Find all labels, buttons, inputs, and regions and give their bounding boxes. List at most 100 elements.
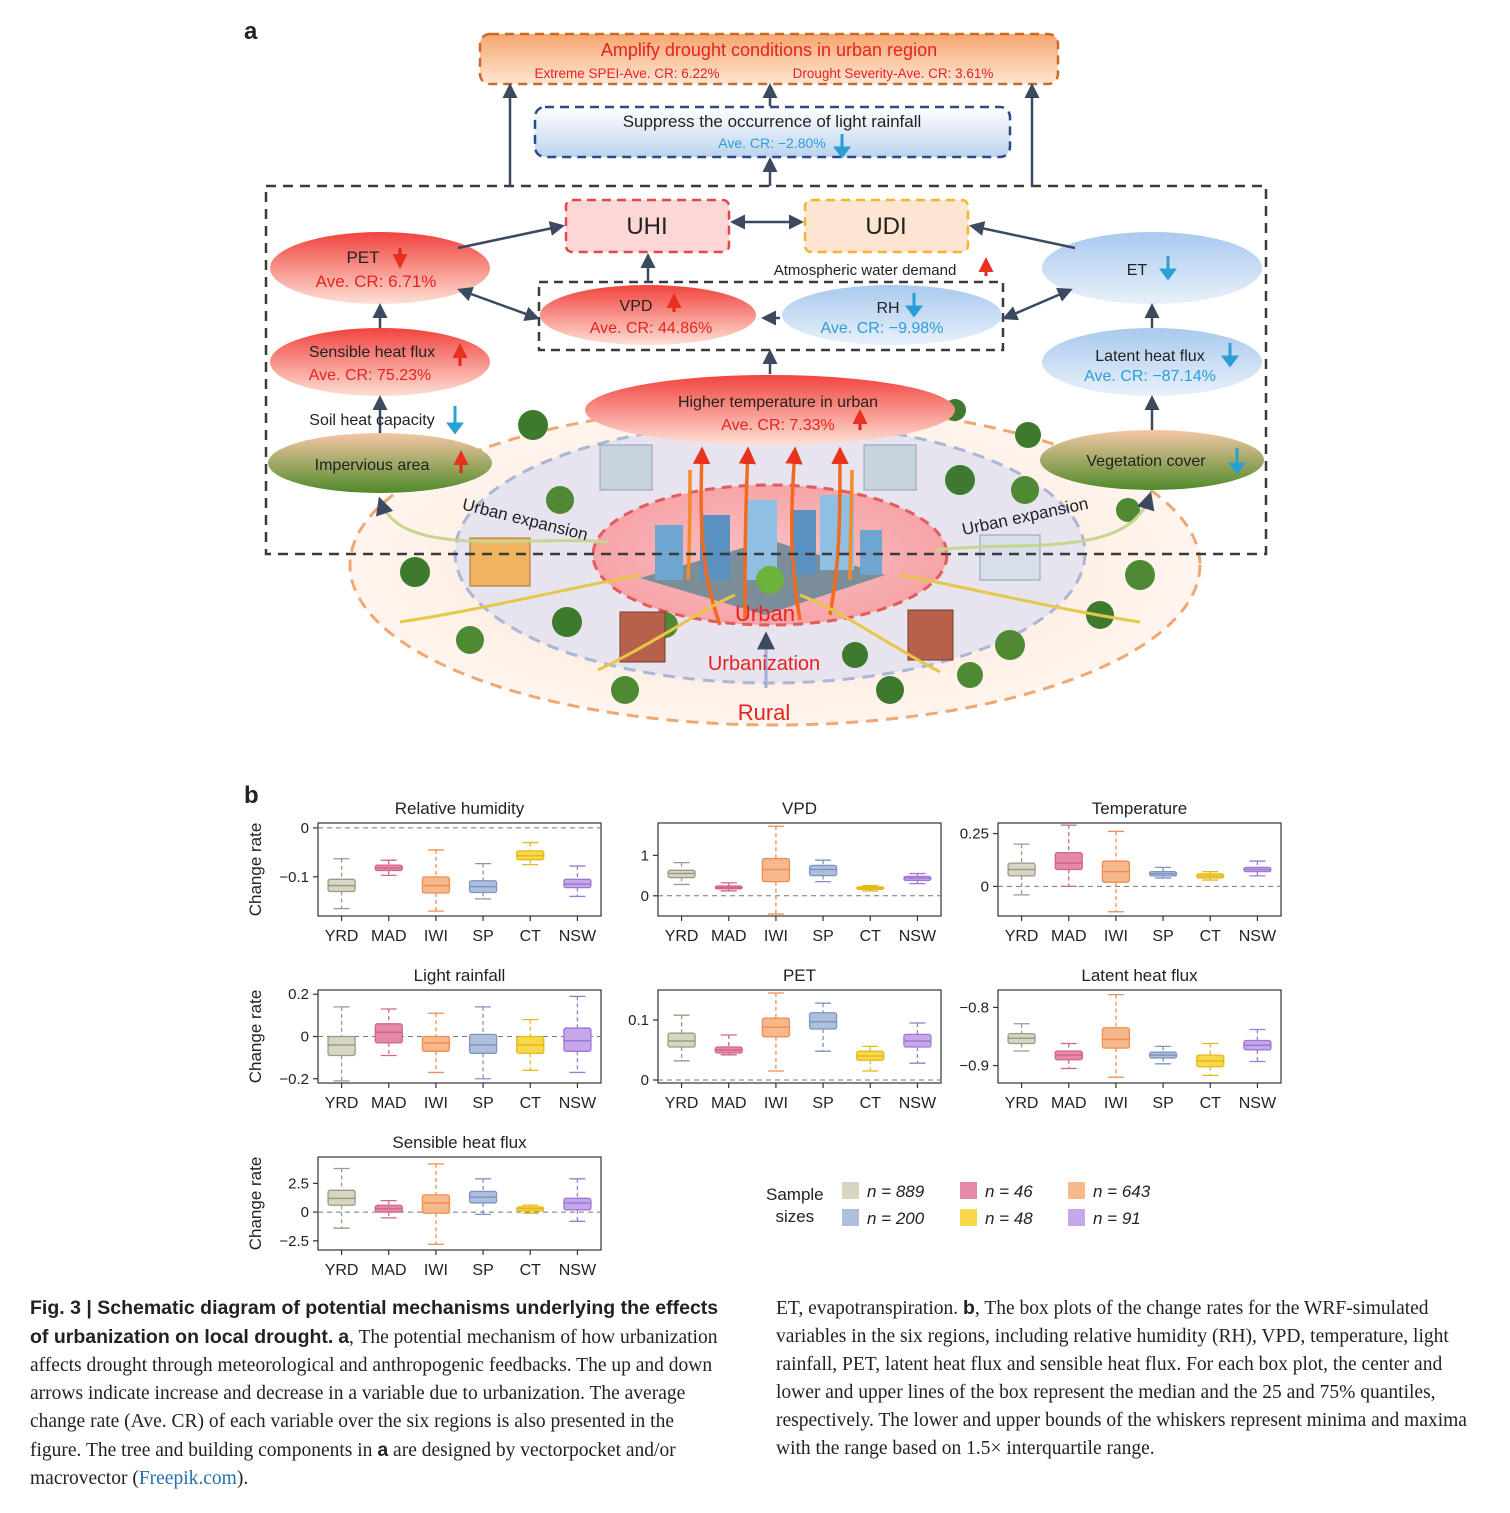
panel-label-a: a xyxy=(244,18,258,45)
chart-title: Relative humidity xyxy=(395,799,525,818)
et-ellipse xyxy=(1042,232,1262,304)
y-tick-label: 0 xyxy=(641,888,649,905)
vegetation-ellipse xyxy=(1040,430,1264,490)
legend-label: n = 46 xyxy=(985,1182,1033,1201)
x-tick-label: MAD xyxy=(371,1262,407,1279)
sample-size-legend: Sample sizes n = 889 n = 46 n = 643 n = 200… xyxy=(760,1182,1180,1242)
x-tick-label: SP xyxy=(1152,928,1173,945)
change-arrows xyxy=(392,248,994,473)
caption-text-a: , The potential mechanism of how urbaniz… xyxy=(30,1327,718,1461)
legend-title: Sample sizes xyxy=(766,1184,824,1228)
impervious-ellipse xyxy=(268,433,492,493)
lhf-label: Latent heat flux xyxy=(1095,348,1204,365)
legend-label: n = 889 xyxy=(867,1182,925,1201)
soil-label: Soil heat capacity xyxy=(309,412,434,429)
legend-swatch xyxy=(842,1182,859,1199)
box xyxy=(327,1035,356,1057)
x-tick-label: YRD xyxy=(325,1262,359,1279)
legend-item: n = 48 xyxy=(960,1209,1033,1229)
y-tick-label: 2.5 xyxy=(288,1175,309,1192)
x-tick-label: SP xyxy=(812,1095,833,1112)
box xyxy=(1101,1027,1131,1049)
temp-label: Higher temperature in urban xyxy=(678,394,878,411)
box xyxy=(808,1012,838,1030)
x-tick-label: MAD xyxy=(1051,928,1087,945)
uhi-label: UHI xyxy=(626,213,667,240)
x-tick-label: NSW xyxy=(899,1095,937,1112)
x-tick-label: YRD xyxy=(325,928,359,945)
chart-frame xyxy=(317,989,602,1084)
x-tick-label: YRD xyxy=(665,1095,699,1112)
freepik-link[interactable]: Freepik.com xyxy=(138,1468,237,1489)
chart-frame xyxy=(317,1156,602,1251)
chart-frame xyxy=(997,989,1282,1084)
urban-label: Urban xyxy=(735,601,795,626)
y-tick-label: 1 xyxy=(641,847,649,864)
vpd-value: Ave. CR: 44.86% xyxy=(590,320,712,337)
rh-ellipse xyxy=(782,285,1002,345)
x-tick-label: CT xyxy=(1200,1095,1222,1112)
atm-demand-label: Atmospheric water demand xyxy=(774,262,957,279)
shf-ellipse xyxy=(270,328,490,396)
caption-text-a2: are designed by vectorpocket and/or macr… xyxy=(30,1440,676,1489)
shf-label: Sensible heat flux xyxy=(309,344,435,361)
x-tick-label: IWI xyxy=(424,1095,448,1112)
rainfall-value: Ave. CR: −2.80% xyxy=(718,135,826,151)
vpd-ellipse xyxy=(540,285,756,345)
legend-label: n = 200 xyxy=(867,1209,925,1228)
y-tick-label: −2.5 xyxy=(279,1233,309,1250)
vpd-label: VPD xyxy=(620,298,653,315)
figure-caption-right: ET, evapotranspiration. b, The box plots… xyxy=(776,1294,1491,1463)
x-tick-label: SP xyxy=(472,928,493,945)
legend-title-line1: Sample xyxy=(766,1185,824,1204)
urbanization-label: Urbanization xyxy=(708,653,820,675)
x-tick-label: IWI xyxy=(764,928,788,945)
x-tick-label: MAD xyxy=(711,928,747,945)
y-axis-label: Change rate xyxy=(246,823,265,917)
x-tick-label: NSW xyxy=(1239,1095,1277,1112)
caption-label-b: b xyxy=(963,1297,975,1319)
x-tick-label: CT xyxy=(520,1262,542,1279)
legend-title-line2: sizes xyxy=(775,1207,815,1226)
x-tick-label: YRD xyxy=(1005,928,1039,945)
chart-title: Temperature xyxy=(1092,799,1187,818)
city-block xyxy=(640,495,885,615)
box xyxy=(421,1035,451,1052)
mechanism-diagram: Amplify drought conditions in urban regi… xyxy=(264,32,1268,727)
temp-value: Ave. CR: 7.33% xyxy=(721,417,835,434)
caption-label-a2: a xyxy=(377,1439,389,1461)
rural-label: Rural xyxy=(738,700,791,725)
box xyxy=(563,1197,592,1211)
spei-value: Extreme SPEI-Ave. CR: 6.22% xyxy=(534,66,719,81)
temp-ellipse xyxy=(585,375,955,445)
chart-frame xyxy=(657,989,942,1084)
chart-title: Light rainfall xyxy=(414,966,506,985)
legend-item: n = 46 xyxy=(960,1182,1033,1202)
legend-item: n = 643 xyxy=(1068,1182,1150,1202)
y-tick-label: 0.25 xyxy=(960,826,989,843)
y-tick-label: 0 xyxy=(981,878,989,895)
shf-value: Ave. CR: 75.23% xyxy=(309,367,431,384)
legend-label: n = 48 xyxy=(985,1209,1033,1228)
x-tick-label: SP xyxy=(472,1262,493,1279)
x-tick-label: YRD xyxy=(665,928,699,945)
box xyxy=(667,1032,696,1048)
caption-title: Schematic diagram of potential mechanism… xyxy=(30,1297,719,1348)
x-tick-label: CT xyxy=(520,1095,542,1112)
x-tick-label: SP xyxy=(812,928,833,945)
box xyxy=(808,864,838,877)
y-tick-label: 0.1 xyxy=(628,1012,649,1029)
chart-title: Sensible heat flux xyxy=(392,1133,527,1152)
box xyxy=(468,1033,498,1055)
heat-arrows xyxy=(686,446,854,626)
y-tick-label: 0 xyxy=(301,1029,309,1046)
x-tick-label: IWI xyxy=(1104,928,1128,945)
chart-frame xyxy=(657,822,942,917)
x-tick-label: MAD xyxy=(371,1095,407,1112)
severity-value: Drought Severity-Ave. CR: 3.61% xyxy=(793,66,994,81)
x-tick-label: MAD xyxy=(1051,1095,1087,1112)
lhf-ellipse xyxy=(1042,328,1262,396)
impervious-label: Impervious area xyxy=(315,457,430,474)
y-axis-label: Change rate xyxy=(246,1157,265,1251)
